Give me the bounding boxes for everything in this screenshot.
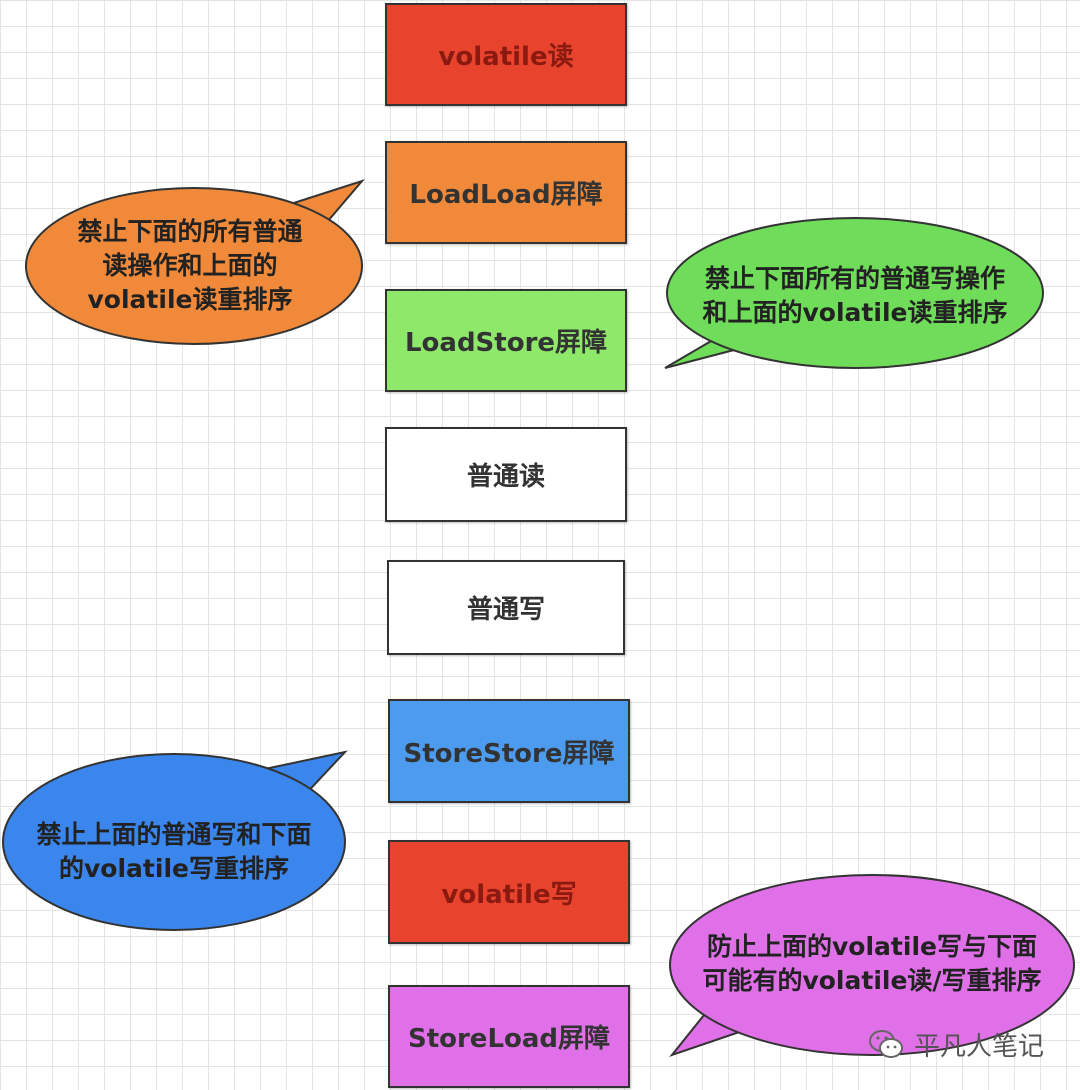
callout-text-blue: 禁止上面的普通写和下面 的volatile写重排序 — [4, 818, 344, 886]
block-label: volatile写 — [441, 879, 577, 910]
block-normal-read: 普通读 — [385, 427, 627, 522]
watermark: 平凡人笔记 — [868, 1024, 1044, 1064]
callout-line: 禁止下面所有的普通写操作 — [704, 264, 1005, 293]
block-loadstore-barrier: LoadStore屏障 — [385, 289, 627, 392]
callout-line: 禁止上面的普通写和下面 — [36, 820, 312, 849]
callout-text-orange: 禁止下面的所有普通 读操作和上面的 volatile读重排序 — [40, 215, 340, 317]
callout-bubble-blue — [2, 750, 348, 931]
block-volatile-write: volatile写 — [388, 840, 630, 944]
callout-text-green: 禁止下面所有的普通写操作 和上面的volatile读重排序 — [670, 262, 1040, 330]
watermark-text: 平凡人笔记 — [914, 1031, 1045, 1062]
block-label: StoreLoad屏障 — [407, 1024, 611, 1054]
callout-bubble-green — [664, 217, 1044, 369]
callout-line: volatile读重排序 — [87, 285, 293, 314]
callout-line: 禁止下面的所有普通 — [77, 217, 303, 246]
callout-text-magenta: 防止上面的volatile写与下面 可能有的volatile读/写重排序 — [675, 930, 1069, 998]
block-label: LoadLoad屏障 — [409, 180, 603, 210]
block-label: 普通读 — [466, 462, 545, 492]
callout-line: 可能有的volatile读/写重排序 — [702, 966, 1042, 995]
block-label: volatile读 — [438, 42, 574, 72]
block-volatile-read: volatile读 — [385, 3, 627, 106]
callout-line: 读操作和上面的 — [102, 251, 278, 280]
callout-line: 防止上面的volatile写与下面 — [707, 932, 1037, 961]
block-storeload-barrier: StoreLoad屏障 — [388, 985, 630, 1088]
block-loadload-barrier: LoadLoad屏障 — [385, 141, 627, 244]
block-storestore-barrier: StoreStore屏障 — [388, 699, 630, 803]
wechat-icon — [869, 1030, 903, 1058]
block-label: 普通写 — [466, 595, 545, 625]
callout-bubble-orange — [25, 178, 366, 345]
block-normal-write: 普通写 — [387, 560, 625, 655]
callout-line: 的volatile写重排序 — [59, 854, 289, 883]
block-label: StoreStore屏障 — [403, 738, 615, 769]
callout-line: 和上面的volatile读重排序 — [702, 298, 1008, 327]
callout-bubble-magenta — [669, 874, 1075, 1058]
block-label: LoadStore屏障 — [404, 328, 608, 358]
